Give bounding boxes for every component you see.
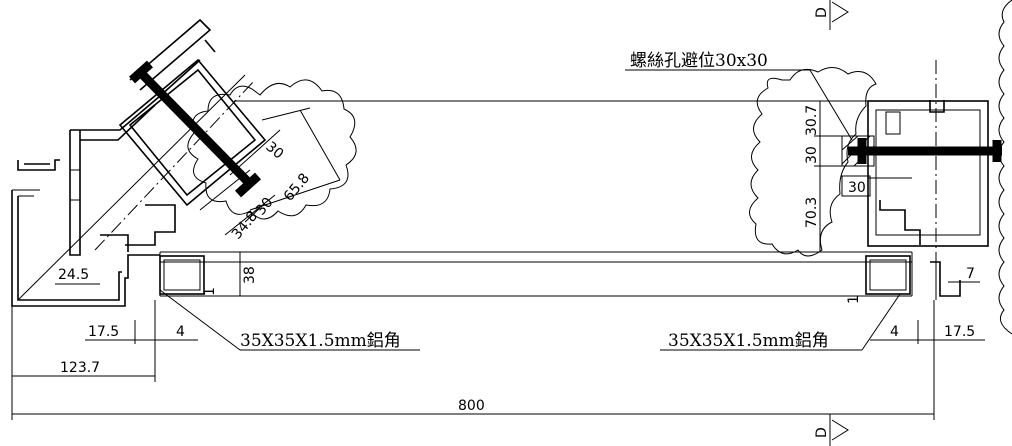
dim-24-5: 24.5 [58, 267, 89, 283]
left-bolt [129, 60, 262, 198]
dim-4-right: 4 [890, 324, 899, 340]
dim-30-box: 30 [848, 180, 866, 196]
section-marker-bottom [829, 414, 849, 446]
section-mark-bottom-letter: D [814, 427, 830, 438]
dim-4-left: 4 [176, 324, 185, 340]
left-rotated-dims [199, 107, 341, 236]
dimension-lines [11, 69, 985, 420]
dim-34-8: 34.8 [229, 208, 261, 242]
dim-30-mid: 30 [804, 146, 820, 164]
label-aluminum-corner-left: 35X35X1.5mm鋁角 [240, 331, 401, 351]
dim-70-3: 70.3 [804, 197, 820, 228]
right-revision-cloud [749, 67, 877, 257]
dim-17-5-left: 17.5 [88, 324, 119, 340]
dim-65-8: 65.8 [281, 170, 313, 204]
section-mark-top-letter: D [814, 7, 830, 18]
horizontal-beam [159, 100, 913, 297]
left-profile [11, 18, 267, 307]
dim-38: 38 [242, 266, 258, 284]
dim-30-7: 30.7 [804, 105, 820, 136]
section-marker-top [829, 0, 849, 30]
dim-1-left: 1 [202, 287, 218, 296]
label-screw-hole: 螺絲孔避位30x30 [630, 51, 768, 71]
dim-17-5-right: 17.5 [944, 324, 975, 340]
dim-123-7: 123.7 [60, 360, 100, 376]
right-bolt [848, 138, 1002, 164]
dim-7: 7 [966, 266, 975, 282]
right-edge-cloud [998, 0, 1012, 335]
dim-1-right: 1 [846, 295, 862, 304]
right-inner-dims [814, 100, 871, 253]
label-aluminum-corner-right: 35X35X1.5mm鋁角 [668, 331, 829, 351]
left-revision-cloud [187, 79, 357, 220]
dim-800: 800 [458, 398, 485, 414]
